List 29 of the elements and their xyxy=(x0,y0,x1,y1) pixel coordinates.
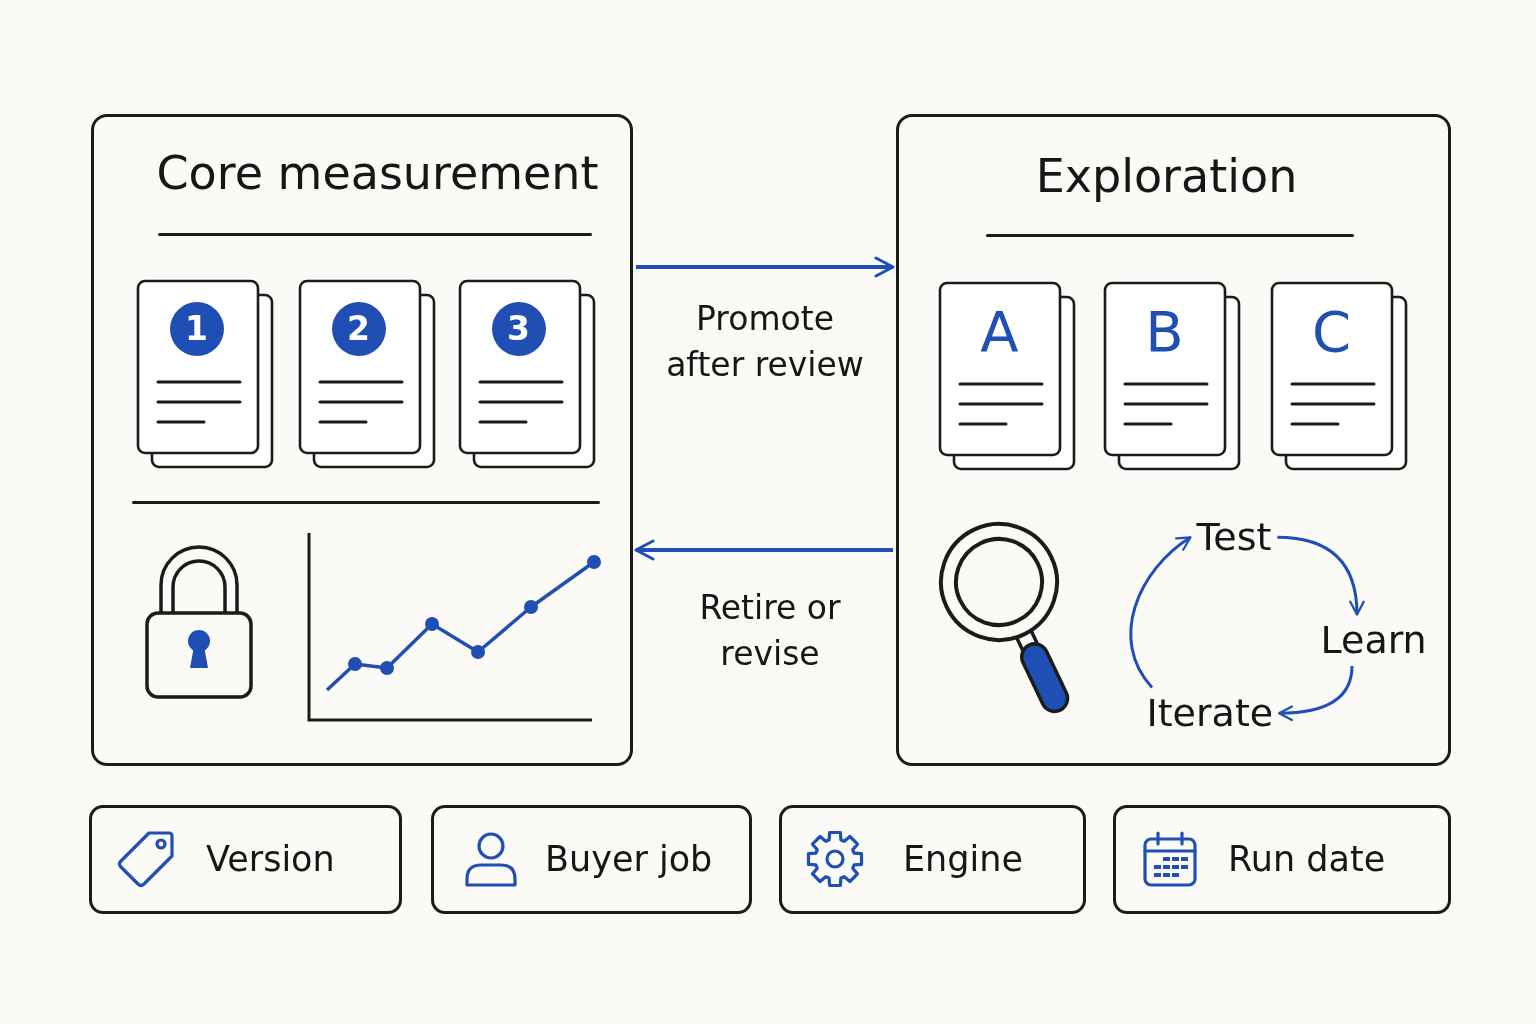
panel-title: Core measurement xyxy=(156,145,599,201)
panel-title: Exploration xyxy=(1035,148,1298,204)
cycle-step-label: Learn xyxy=(1317,617,1430,664)
arrow xyxy=(634,539,893,561)
document-stack xyxy=(457,278,596,469)
card-label: Engine xyxy=(903,838,1023,880)
arrow xyxy=(1129,536,1192,689)
metadata-card xyxy=(1113,805,1451,914)
metadata-card xyxy=(779,805,1086,914)
card-letter: A xyxy=(980,300,1019,363)
cycle-step-label: Iterate xyxy=(1143,690,1277,737)
document-stack xyxy=(1269,280,1408,471)
card-label: Buyer job xyxy=(545,838,713,880)
card-letter: C xyxy=(1311,300,1352,363)
arrow xyxy=(1278,666,1354,721)
document-stack xyxy=(937,280,1076,471)
metadata-card xyxy=(431,805,752,914)
card-label: Run date xyxy=(1228,838,1386,880)
card-letter: B xyxy=(1145,300,1184,363)
metadata-card xyxy=(89,805,402,914)
panel xyxy=(896,114,1451,766)
document-stack xyxy=(135,278,274,469)
document-stack xyxy=(1102,280,1241,471)
document-stack xyxy=(297,278,436,469)
cycle-step-label: Test xyxy=(1193,514,1275,561)
panel xyxy=(91,114,633,766)
arrow xyxy=(636,256,895,278)
arrow xyxy=(1277,535,1365,616)
card-label: Version xyxy=(206,838,335,880)
